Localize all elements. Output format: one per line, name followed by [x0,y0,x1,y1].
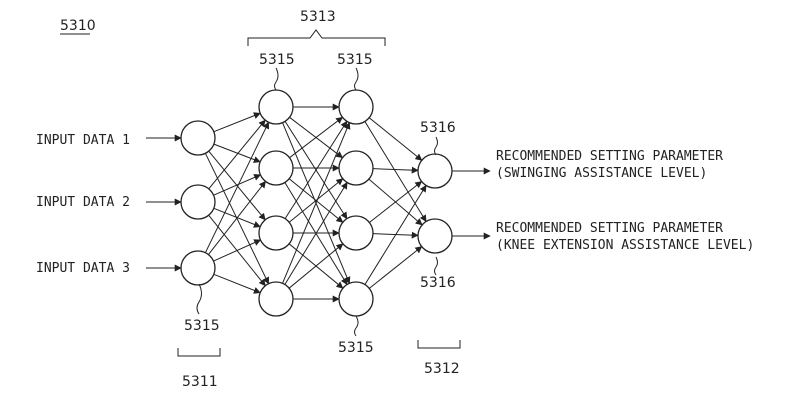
hidden1-ref-leader [274,67,279,91]
output-node-ref-bottom: 5316 [420,275,456,291]
output-node-ref-top: 5316 [420,120,456,136]
edge-input-1-hidden1-1 [213,174,262,196]
edge-hidden2-2-output-0 [369,181,423,223]
edge-input-1-hidden1-0 [208,119,266,190]
output-node-1 [417,153,453,189]
input-label-3: INPUT DATA 3 [36,261,130,276]
hidden1-node-4 [258,281,294,317]
edge-hidden2-3-output-0 [364,184,427,285]
hidden2-node-ref: 5315 [337,52,373,68]
edge-hidden1-3-hidden2-0 [282,122,351,284]
hidden-group-bracket [247,29,386,46]
io-arrows [146,134,491,272]
input-node-ref: 5315 [184,318,220,334]
input-node-ref-leader [196,283,202,315]
edge-input-2-hidden1-0 [204,121,270,253]
input-layer-ref: 5311 [182,374,218,390]
hidden-group-label: 5313 [300,9,336,25]
edge-hidden2-0-output-1 [364,121,427,223]
edge-input-0-hidden1-0 [213,112,261,133]
connections [204,103,427,303]
input-label-1: INPUT DATA 1 [36,133,130,148]
output-2-line2: (KNEE EXTENSION ASSISTANCE LEVEL) [496,238,754,253]
edge-hidden1-3-hidden2-2 [288,243,344,289]
nodes [180,89,453,317]
input-node-1 [180,120,216,156]
edge-input-2-hidden1-2 [213,239,262,262]
edge-hidden1-3-hidden2-1 [284,181,348,285]
hidden2-node-4 [338,281,374,317]
output-node-2 [417,218,453,254]
edge-input-2-hidden1-1 [208,180,266,255]
edge-input-2-hidden1-3 [213,273,261,294]
input-layer-bracket [177,348,221,357]
figure-label: 5310 [60,18,96,34]
edge-hidden1-2-hidden2-0 [284,120,348,219]
hidden2-bottom-ref-leader [354,315,359,337]
edge-hidden2-3-output-1 [368,246,423,289]
output-1-line2: (SWINGING ASSISTANCE LEVEL) [496,166,707,181]
hidden1-node-1 [258,89,294,125]
edge-hidden2-0-output-0 [368,117,423,161]
input-label-2: INPUT DATA 2 [36,195,130,210]
edge-hidden1-1-hidden2-0 [289,116,344,159]
hidden1-node-3 [258,215,294,251]
hidden2-node-2 [338,150,374,186]
output-layer-ref: 5312 [424,361,460,377]
output-ref-leader-bottom [434,256,438,276]
hidden1-node-2 [258,150,294,186]
output-layer-bracket [417,340,461,349]
hidden2-bottom-node-ref: 5315 [338,340,374,356]
edge-hidden1-2-hidden2-1 [288,178,344,223]
hidden2-node-3 [338,215,374,251]
edge-hidden2-1-output-0 [372,166,419,174]
hidden2-ref-leader [354,67,359,91]
edge-input-0-hidden1-1 [213,143,261,163]
hidden2-node-1 [338,89,374,125]
output-1-line1: RECOMMENDED SETTING PARAMETER [496,149,723,164]
output-2-line1: RECOMMENDED SETTING PARAMETER [496,221,723,236]
output-ref-leader-top [434,136,438,156]
input-node-2 [180,184,216,220]
hidden1-node-ref: 5315 [259,52,295,68]
input-node-3 [180,250,216,286]
